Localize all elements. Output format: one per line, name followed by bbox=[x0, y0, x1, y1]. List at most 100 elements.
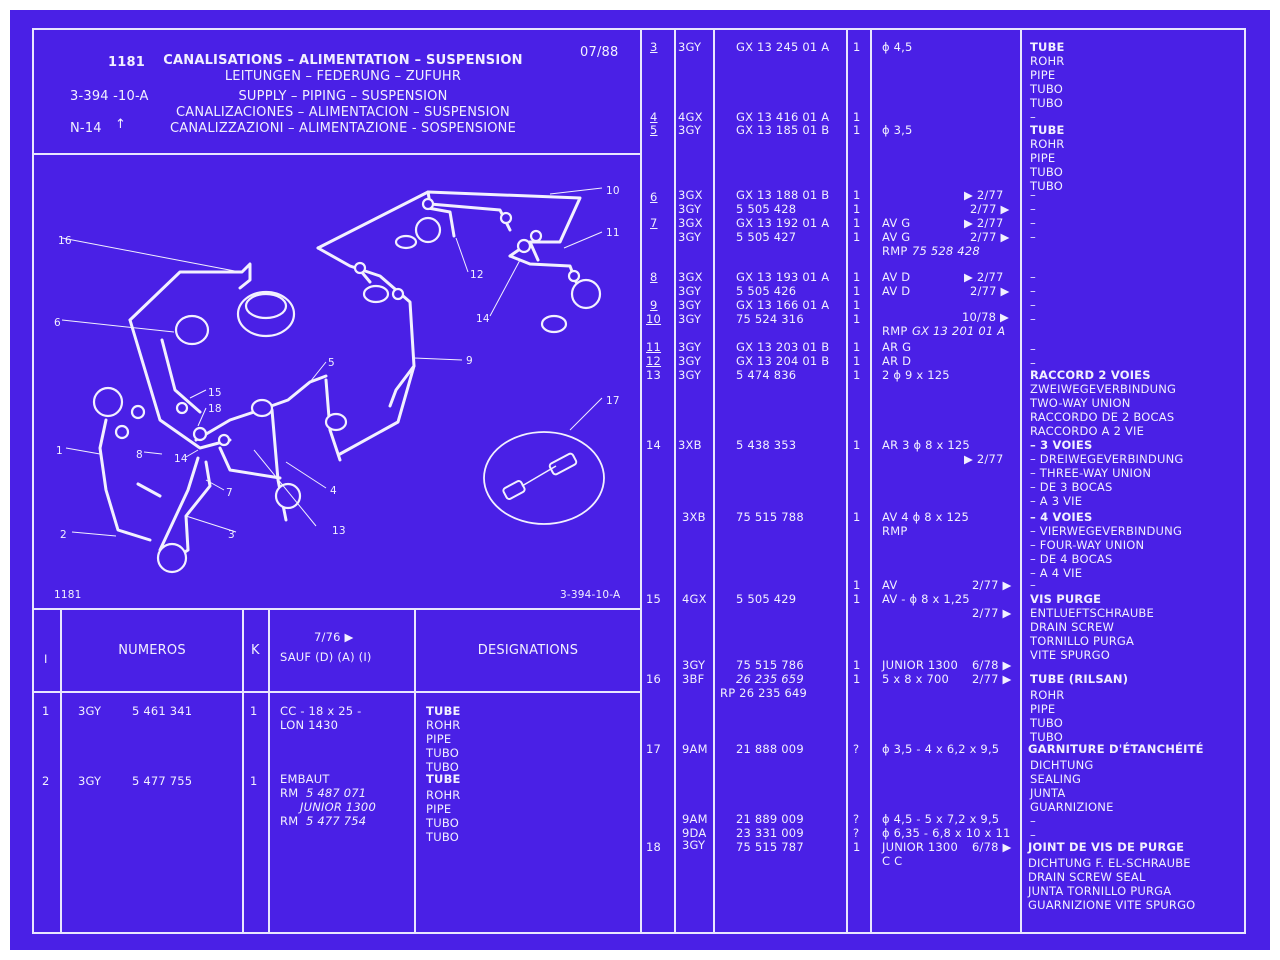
r18-num: 75 515 787 bbox=[736, 840, 804, 854]
r14b-num: 75 515 788 bbox=[736, 510, 804, 524]
r6a-cat: 3GY bbox=[678, 202, 702, 216]
exploded-piping-diagram bbox=[61, 187, 605, 574]
r5-des-5: TUBO bbox=[1030, 179, 1063, 193]
r14c-des: – bbox=[1030, 578, 1036, 592]
r7-spec: AV G bbox=[882, 216, 911, 230]
left-col-line-3 bbox=[268, 608, 270, 933]
callout-9: 9 bbox=[466, 355, 473, 367]
r12-item: 12 bbox=[646, 354, 662, 368]
r15-item: 15 bbox=[646, 592, 662, 606]
r14-des-5: – A 3 VIE bbox=[1030, 494, 1083, 508]
diagram-caption-left: 1181 bbox=[54, 589, 82, 601]
left-row1-des-4: TUBO bbox=[426, 746, 459, 760]
r14c-date: 2/77 ▶ bbox=[972, 578, 1012, 592]
right-col-line-2 bbox=[713, 28, 715, 933]
left-row1-qty: 1 bbox=[250, 704, 258, 718]
left-row2-rm1: RM bbox=[280, 786, 299, 800]
r5-spec: ϕ 3,5 bbox=[882, 123, 913, 137]
left-row1-des-3: PIPE bbox=[426, 732, 452, 746]
r8-item: 8 bbox=[650, 270, 658, 284]
r14-qty: 1 bbox=[853, 438, 861, 452]
r4-num: GX 13 416 01 A bbox=[736, 110, 830, 124]
left-row2-junior: JUNIOR 1300 bbox=[300, 800, 376, 814]
r14-item: 14 bbox=[646, 438, 662, 452]
r11-item: 11 bbox=[646, 340, 662, 354]
frame-right-line bbox=[1244, 28, 1246, 933]
left-col-line-4 bbox=[414, 608, 416, 933]
r15-cat: 4GX bbox=[682, 592, 707, 606]
header-n-ref: N-14 bbox=[70, 121, 102, 136]
r12-spec: AR D bbox=[882, 354, 912, 368]
r15-date: 2/77 ▶ bbox=[972, 606, 1012, 620]
col-head-k: K bbox=[251, 643, 260, 658]
r14b-cat: 3XB bbox=[682, 510, 706, 524]
r15-des-2: ENTLUEFTSCHRAUBE bbox=[1030, 606, 1154, 620]
r16-des-1: TUBE (RILSAN) bbox=[1030, 672, 1129, 686]
r12-des: – bbox=[1030, 356, 1036, 370]
callout-17: 17 bbox=[606, 395, 620, 407]
r13-cat: 3GY bbox=[678, 368, 702, 382]
r10-qty: 1 bbox=[853, 312, 861, 326]
callout-1: 1 bbox=[56, 445, 63, 457]
r13-qty: 1 bbox=[853, 368, 861, 382]
r9-item: 9 bbox=[650, 298, 658, 312]
r17-des-3: SEALING bbox=[1030, 772, 1082, 786]
left-row2-des-5: TUBO bbox=[426, 830, 459, 844]
r16-qty1: 1 bbox=[853, 658, 861, 672]
r7-date: ▶ 2/77 bbox=[964, 216, 1004, 230]
r14b-des-1: – 4 VOIES bbox=[1030, 510, 1093, 524]
r16-des-2: ROHR bbox=[1030, 688, 1065, 702]
r13-des: RACCORD 2 VOIES bbox=[1030, 368, 1151, 382]
r17b-num2: 23 331 009 bbox=[736, 826, 804, 840]
panel-divider bbox=[640, 28, 642, 933]
r6-des: – bbox=[1030, 188, 1036, 202]
r8a-des: – bbox=[1030, 284, 1036, 298]
r8-des: – bbox=[1030, 270, 1036, 284]
r17b-cat1: 9AM bbox=[682, 812, 708, 826]
r4-cat: 4GX bbox=[678, 110, 703, 124]
left-row2-des-4: TUBO bbox=[426, 816, 459, 830]
col-head-date-note: 7/76 ▶ bbox=[314, 630, 354, 644]
frame-left-line bbox=[32, 28, 34, 933]
r6a-qty: 1 bbox=[853, 202, 861, 216]
table-head-bottom-line bbox=[32, 691, 641, 693]
r14b-des-4: – DE 4 BOCAS bbox=[1030, 552, 1113, 566]
col-head-sauf: SAUF (D) (A) (I) bbox=[280, 650, 372, 664]
right-col-line-3 bbox=[846, 28, 848, 933]
r10-date: 10/78 ▶ bbox=[962, 310, 1010, 324]
left-row2-item: 2 bbox=[42, 774, 50, 788]
r4-item: 4 bbox=[650, 110, 658, 124]
left-col-line-2 bbox=[242, 608, 244, 933]
r7-des: – bbox=[1030, 216, 1036, 230]
r10-num: 75 524 316 bbox=[736, 312, 804, 326]
r8-date: ▶ 2/77 bbox=[964, 270, 1004, 284]
left-row2-spec: EMBAUT bbox=[280, 772, 330, 786]
frame-top-line bbox=[32, 28, 1246, 30]
r5-des-3: PIPE bbox=[1030, 151, 1056, 165]
right-col-line-5 bbox=[1020, 28, 1022, 933]
r16-cat1: 3GY bbox=[682, 658, 706, 672]
r3-cat: 3GY bbox=[678, 40, 702, 54]
r17-spec: ϕ 3,5 - 4 x 6,2 x 9,5 bbox=[882, 742, 1000, 756]
r7-cat: 3GX bbox=[678, 216, 703, 230]
r17b-qty1: ? bbox=[853, 812, 860, 826]
r14b-spec2: RMP bbox=[882, 524, 908, 538]
up-arrow-icon: ↑ bbox=[115, 117, 127, 132]
r14b-des-2: – VIERWEGEVERBINDUNG bbox=[1030, 524, 1183, 538]
r18-item: 18 bbox=[646, 840, 662, 854]
r16-des-3: PIPE bbox=[1030, 702, 1056, 716]
r18-date: 6/78 ▶ bbox=[972, 840, 1012, 854]
callout-6: 6 bbox=[54, 317, 61, 329]
header-ref: 3-394 -10-A bbox=[70, 89, 149, 104]
callout-15: 15 bbox=[208, 387, 222, 399]
r14-date: ▶ 2/77 bbox=[964, 452, 1004, 466]
r8-num: GX 13 193 01 A bbox=[736, 270, 830, 284]
r11-qty: 1 bbox=[853, 340, 861, 354]
r17-des-1: GARNITURE D'ÉTANCHÉITÉ bbox=[1028, 742, 1204, 756]
r18-des-3: DRAIN SCREW SEAL bbox=[1028, 870, 1146, 884]
r17-qty: ? bbox=[853, 742, 860, 756]
r18-spec: JUNIOR 1300 bbox=[882, 840, 958, 854]
r17b-spec1: ϕ 4,5 - 5 x 7,2 x 9,5 bbox=[882, 812, 1000, 826]
title-it: CANALIZZAZIONI – ALIMENTAZIONE - SOSPENS… bbox=[169, 121, 517, 136]
col-head-designations: DESIGNATIONS bbox=[477, 643, 579, 658]
